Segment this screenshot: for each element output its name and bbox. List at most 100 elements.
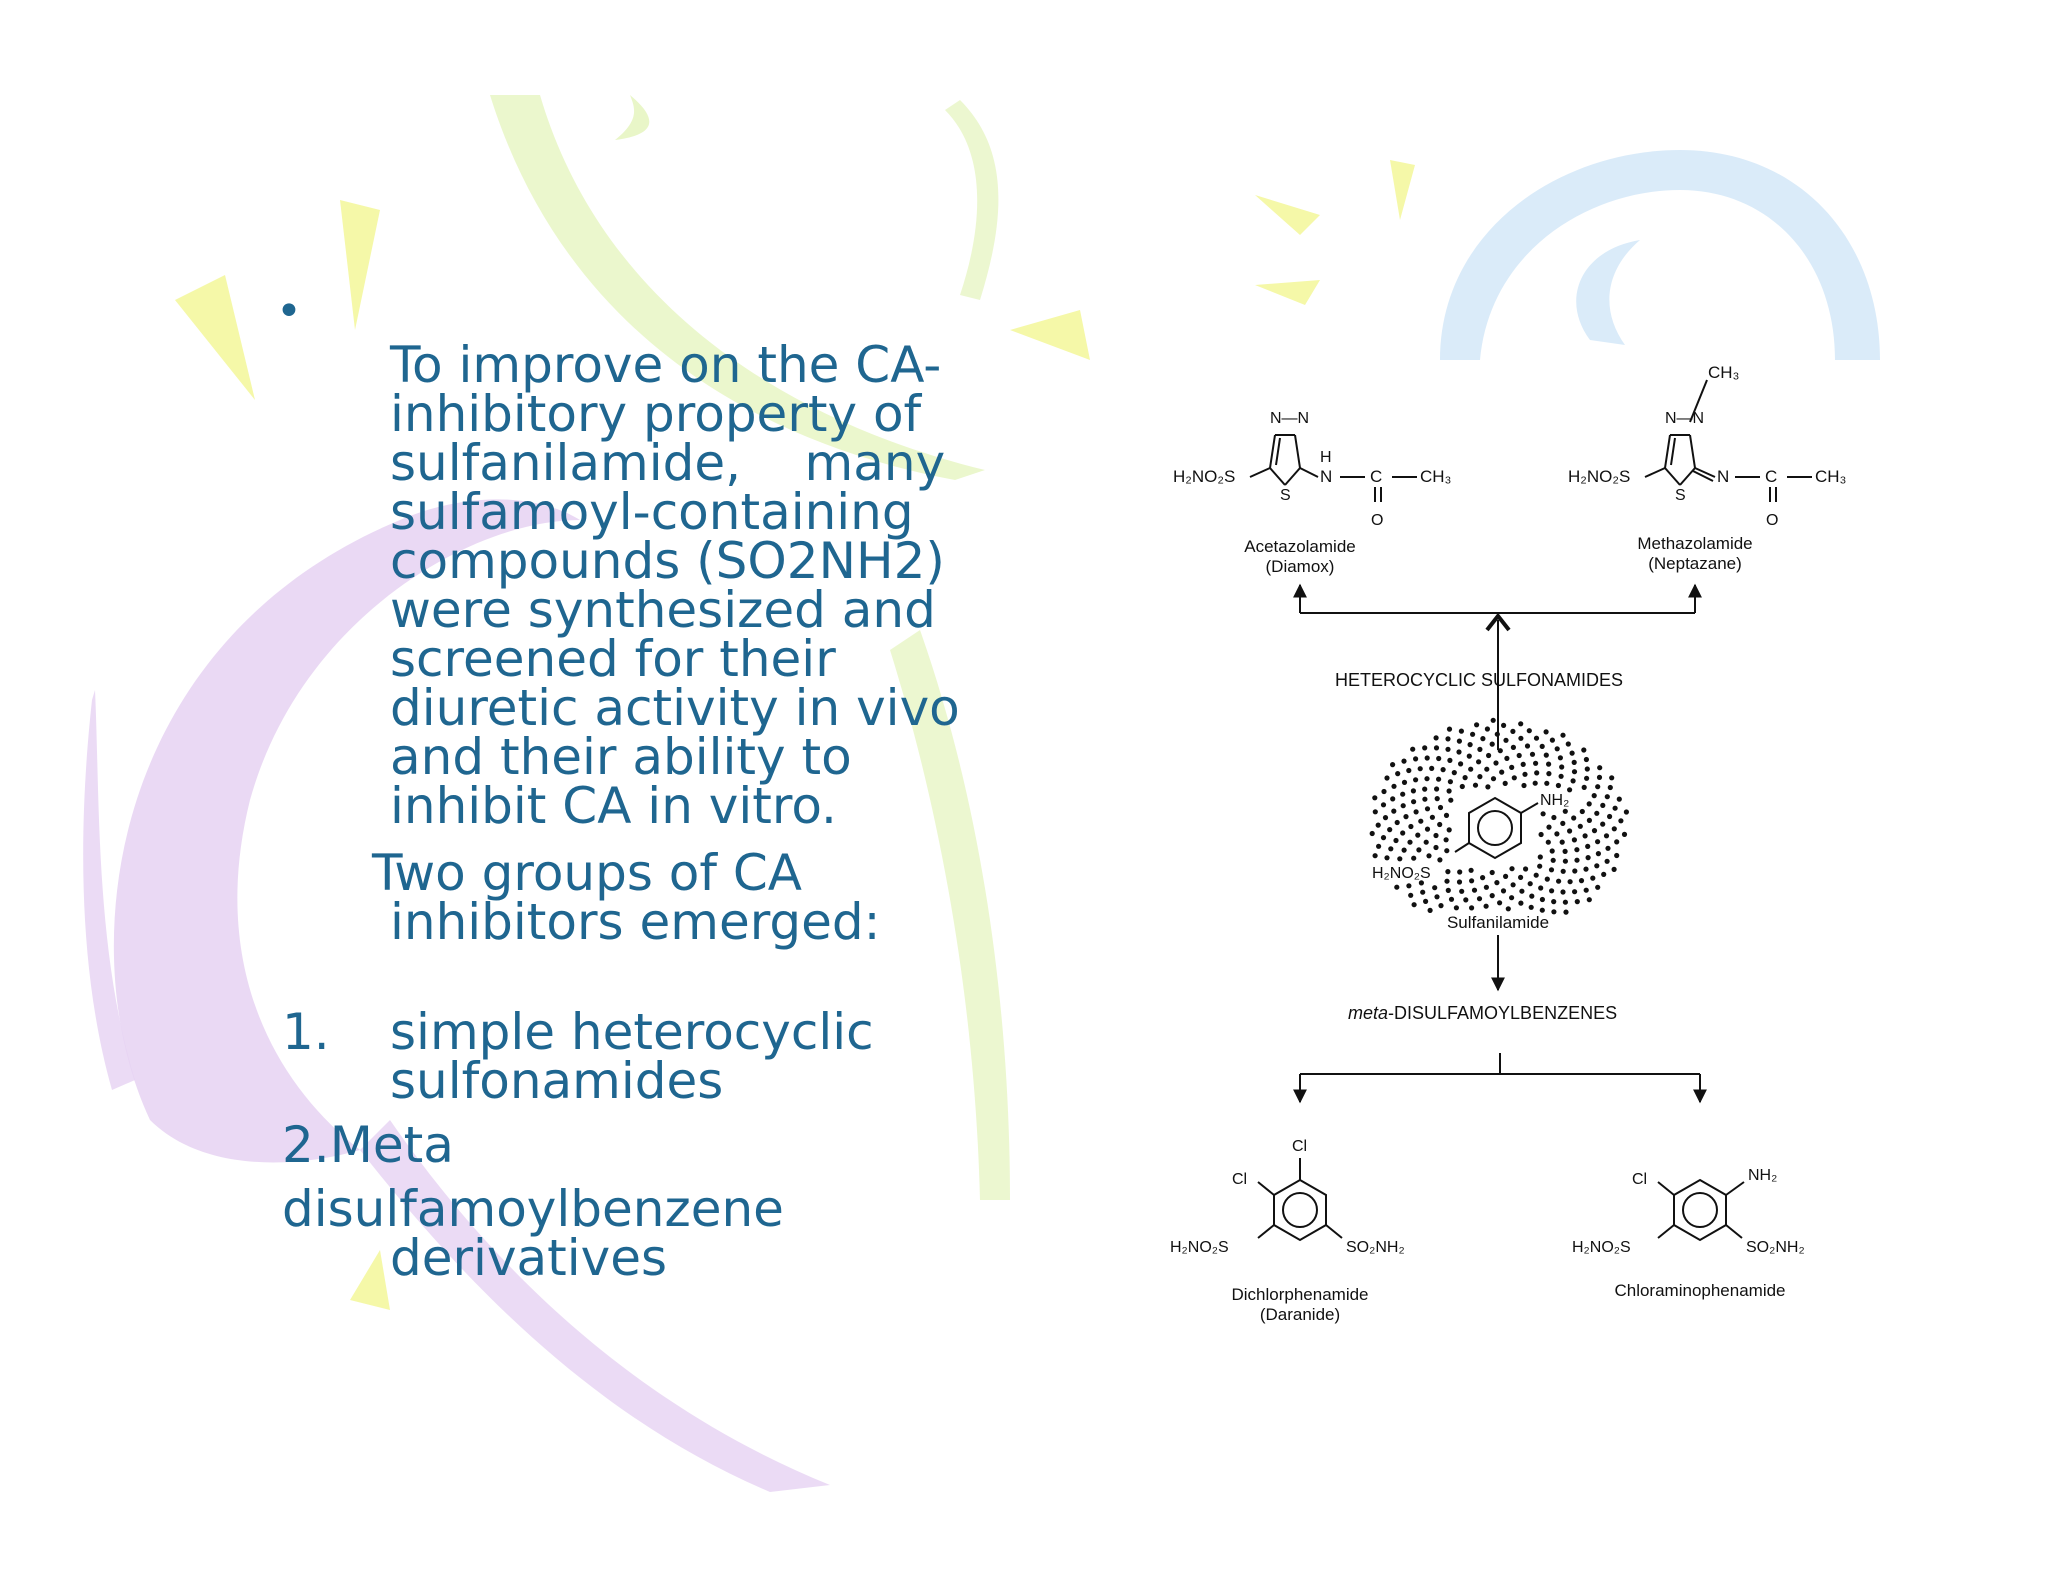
cloud-dot: [1581, 747, 1587, 753]
green-swirl: [490, 95, 985, 480]
cloud-dot: [1516, 752, 1522, 759]
chloraminophenamide-h2no2s: H₂NO₂S: [1572, 1239, 1631, 1256]
cloud-dot: [1459, 783, 1465, 790]
cloud-dot: [1369, 830, 1375, 837]
cloud-dot: [1559, 764, 1565, 770]
cloud-dot: [1583, 756, 1589, 763]
cloud-dot: [1534, 770, 1540, 776]
cloud-dot: [1384, 775, 1390, 781]
cloud-dot: [1538, 831, 1544, 838]
cloud-dot: [1380, 835, 1387, 841]
cloud-dot: [1532, 780, 1538, 786]
cloud-dot: [1395, 771, 1401, 777]
meta-heading-text: -DISULFAMOYLBENZENES: [1388, 1003, 1617, 1023]
cloud-dot: [1499, 769, 1505, 775]
cloud-dot: [1466, 753, 1472, 759]
cloud-dot: [1446, 788, 1452, 794]
cloud-dot: [1434, 894, 1440, 900]
cloud-dot: [1424, 806, 1431, 812]
cloud-dot: [1448, 896, 1455, 902]
cloud-dot: [1586, 817, 1592, 823]
sulfanilamide-formula: H₂NO₂S: [1372, 865, 1431, 882]
cloud-dot: [1469, 878, 1475, 884]
cloud-dot: [1490, 776, 1497, 782]
sulfanilamide-ring: [1454, 796, 1539, 860]
cloud-dot: [1556, 878, 1562, 884]
cloud-dot: [1584, 766, 1590, 772]
cloud-dot: [1612, 805, 1618, 811]
cloud-dot: [1509, 764, 1515, 770]
cloud-dot: [1429, 765, 1435, 771]
bullet-icon: •: [276, 286, 302, 337]
cloud-dot: [1433, 832, 1439, 839]
cloud-dot: [1558, 773, 1564, 779]
cloud-dot: [1497, 748, 1503, 754]
cloud-dot: [1476, 759, 1482, 765]
cloud-dot: [1590, 875, 1596, 881]
cloud-dot: [1510, 728, 1516, 734]
cloud-dot: [1503, 737, 1509, 743]
cloud-dot: [1518, 874, 1524, 881]
cloud-dot: [1480, 875, 1486, 881]
cloud-dot: [1537, 854, 1543, 860]
cloud-dot: [1446, 827, 1452, 833]
cloud-dot: [1586, 801, 1592, 807]
list-item-1-line-2: sulfonamides: [390, 1052, 724, 1110]
list-item-2-line-2: disulfamoylbenzene: [282, 1180, 784, 1238]
cloud-dot: [1410, 746, 1416, 752]
cloud-dot: [1472, 782, 1479, 788]
cloud-dot: [1408, 892, 1414, 898]
cloud-dot: [1578, 878, 1585, 884]
cloud-dot: [1444, 878, 1450, 884]
paragraph-line: and their ability to: [390, 728, 852, 786]
cloud-dot: [1524, 743, 1531, 749]
meta-disulfamoylbenzenes-heading: meta-DISULFAMOYLBENZENES: [1348, 1003, 1617, 1023]
cloud-dot: [1394, 884, 1400, 890]
cloud-dot: [1394, 819, 1400, 826]
cloud-dot: [1413, 777, 1419, 783]
yellow-shard-1: [175, 275, 255, 400]
cloud-dot: [1518, 900, 1524, 906]
cloud-dot: [1583, 887, 1589, 893]
cloud-dot: [1390, 796, 1396, 802]
cloud-dot: [1601, 871, 1607, 878]
cloud-dot: [1510, 882, 1516, 888]
cloud-dot: [1510, 744, 1516, 750]
cloud-dot: [1572, 889, 1578, 895]
cloud-dot: [1504, 755, 1510, 761]
cloud-dot: [1447, 779, 1453, 785]
paragraph-line: sulfamoyl-containing: [390, 483, 914, 541]
dichlorphenamide-label: Dichlorphenamide: [1231, 1285, 1368, 1304]
dichlorphenamide-trade-label: (Daranide): [1260, 1305, 1340, 1324]
cloud-dot: [1529, 893, 1535, 899]
cloud-dot: [1577, 823, 1583, 829]
dotted-cloud: [1369, 717, 1629, 915]
cloud-dot: [1574, 847, 1580, 853]
cloud-dot: [1459, 888, 1465, 894]
cloud-dot: [1570, 778, 1576, 784]
cloud-dot: [1609, 775, 1615, 781]
cloud-dot: [1545, 839, 1551, 845]
cloud-dot: [1411, 902, 1417, 908]
green-ribbon: [890, 630, 1010, 1200]
cloud-dot: [1477, 774, 1483, 780]
cloud-dot: [1376, 843, 1382, 849]
cloud-dot: [1554, 831, 1560, 837]
acetazolamide-trade-label: (Diamox): [1266, 557, 1335, 576]
cloud-dot: [1509, 866, 1515, 872]
cloud-dot: [1424, 826, 1431, 832]
cloud-dot: [1400, 803, 1406, 809]
cloud-dot: [1533, 760, 1539, 766]
cloud-dot: [1471, 887, 1478, 893]
cloud-dot: [1458, 728, 1464, 734]
cloud-dot: [1567, 879, 1573, 885]
cloud-dot: [1505, 906, 1511, 912]
cloud-dot: [1446, 726, 1453, 732]
cloud-dot: [1595, 851, 1601, 857]
methazolamide-ch3-top: CH₃: [1708, 363, 1739, 382]
cloud-dot: [1529, 751, 1536, 757]
chloraminophenamide-so2nh2: SO₂NH₂: [1746, 1239, 1805, 1256]
cloud-dot: [1595, 839, 1601, 845]
methazolamide-ring-n: N—N: [1665, 410, 1704, 427]
